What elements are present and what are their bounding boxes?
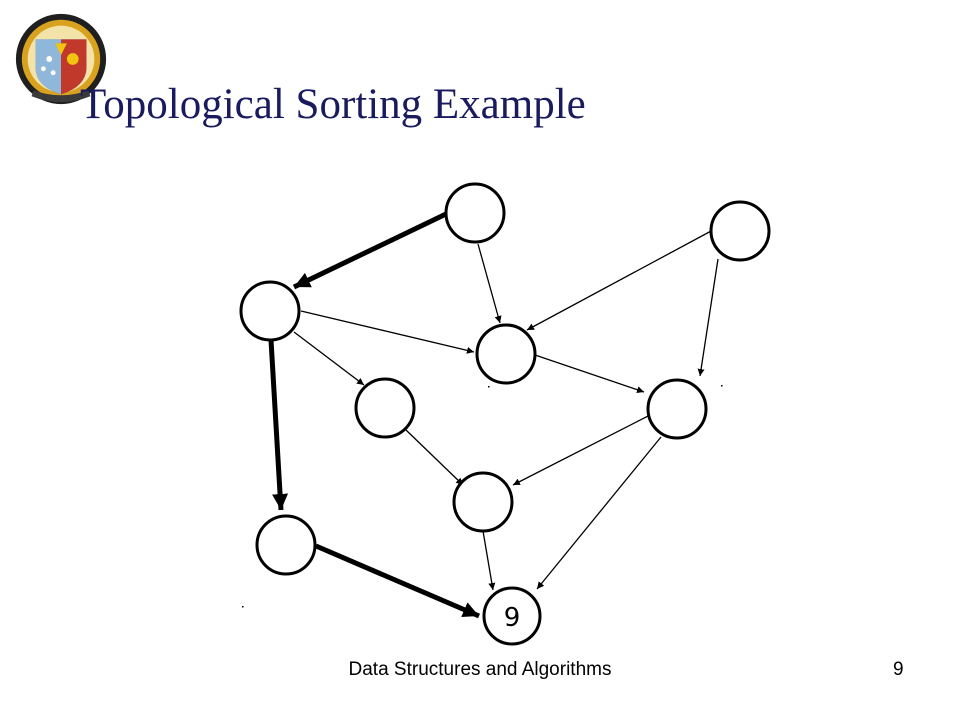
node-bottom [482, 586, 542, 646]
edge-right-to-lowcenter [512, 413, 653, 486]
edge-left-to-midleft [293, 331, 365, 386]
node-top [444, 182, 506, 244]
page-number: 9 [893, 659, 904, 680]
node-right [646, 378, 708, 440]
edge-left-to-center [300, 310, 475, 354]
node-center [475, 323, 537, 385]
node-midleft [354, 377, 416, 439]
edge-top-to-left [292, 211, 448, 290]
slide-title: Topological Sorting Example [80, 81, 586, 128]
edge-top-to-center [477, 243, 502, 324]
node-topright [709, 200, 771, 262]
stray-mark [242, 606, 244, 608]
university-crest-icon [15, 13, 107, 105]
edge-left-to-bottomleft [268, 339, 289, 511]
edge-bottomleft-to-bottom [315, 543, 480, 619]
node-bottom-label: 9 [504, 603, 521, 633]
edge-topright-to-right [697, 258, 719, 377]
node-lowcenter [452, 471, 514, 533]
edge-lowcenter-to-bottom [482, 530, 496, 591]
edge-center-to-right [534, 354, 645, 394]
edge-right-to-bottom [536, 436, 662, 590]
stray-mark [488, 386, 490, 388]
node-left [239, 280, 301, 342]
edge-topright-to-center [526, 229, 714, 331]
stray-mark [721, 385, 723, 387]
edge-midleft-to-lowcenter [405, 429, 464, 486]
footer-course-title: Data Structures and Algorithms [348, 659, 612, 680]
node-bottomleft [255, 514, 317, 576]
